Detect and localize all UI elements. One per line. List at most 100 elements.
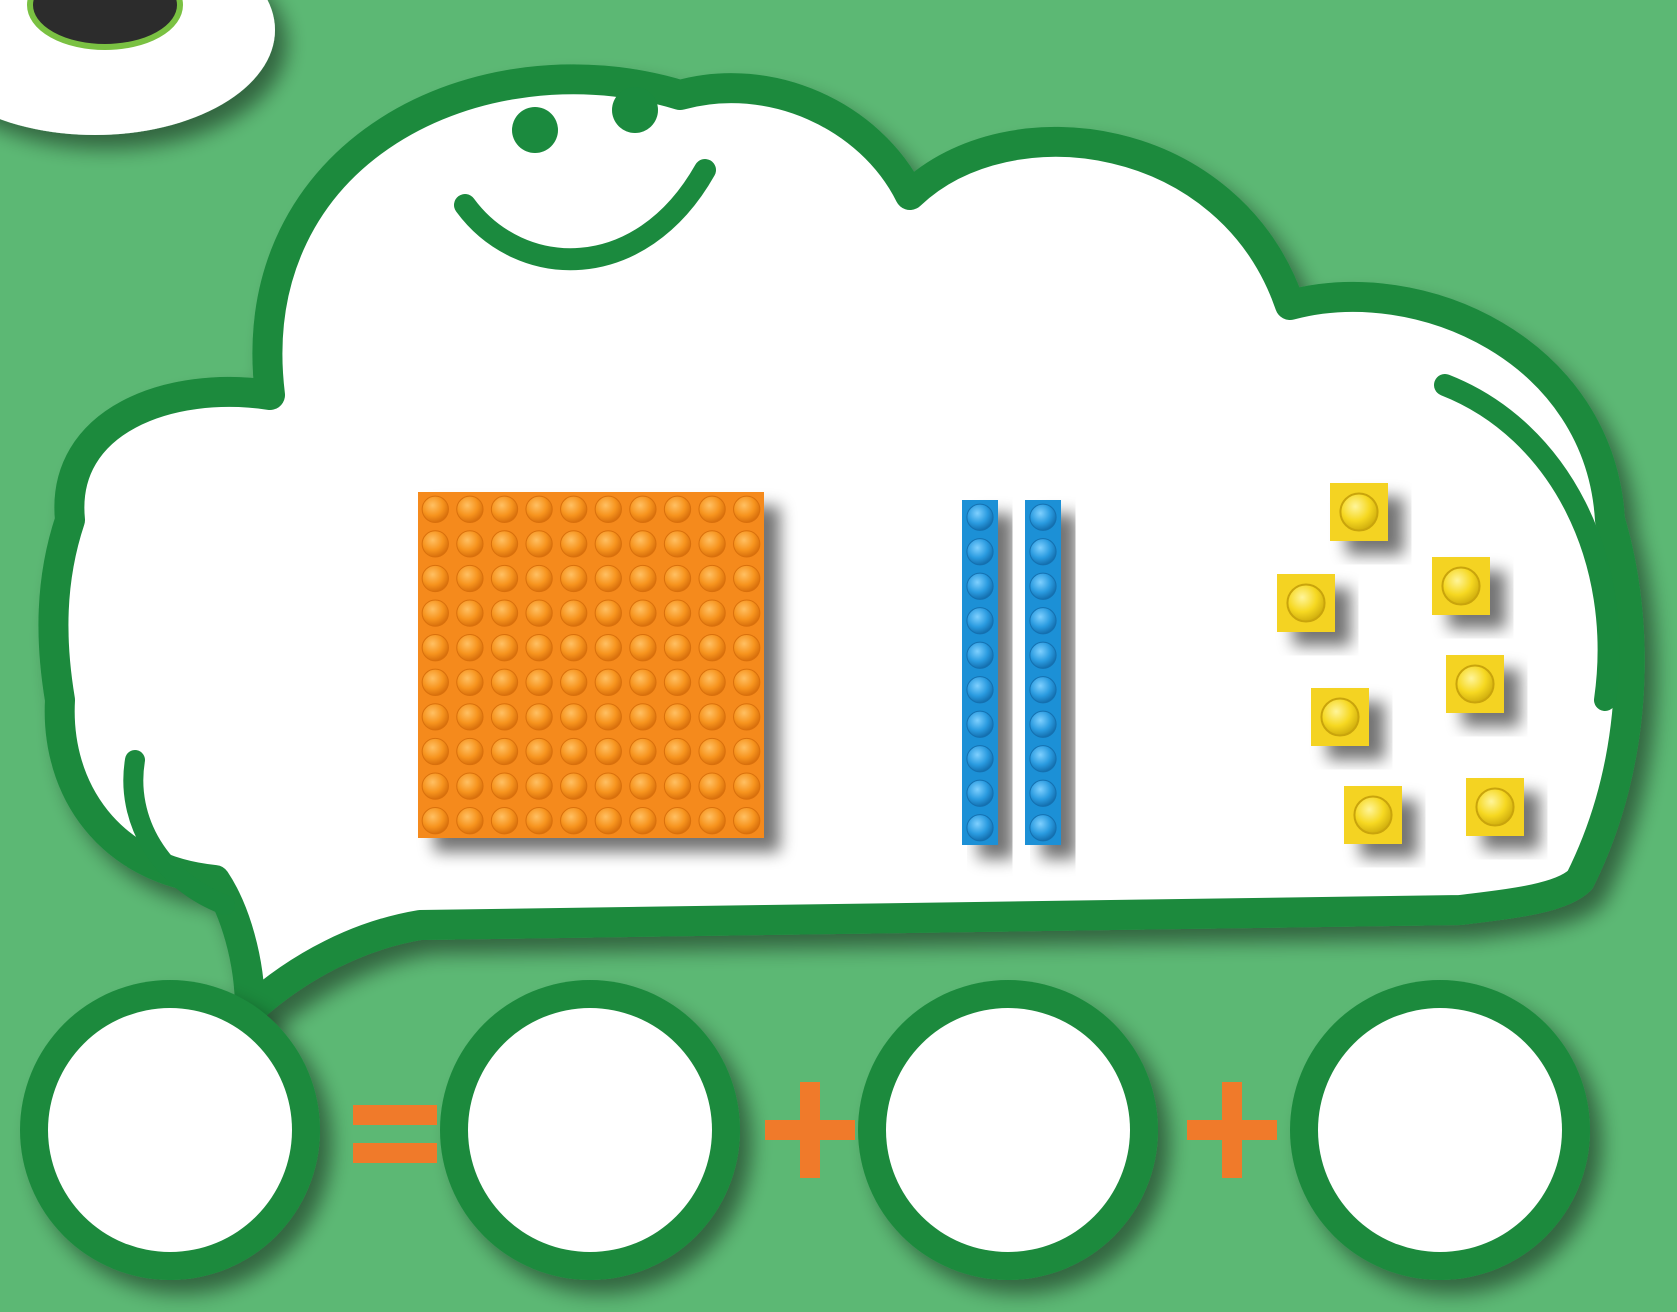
stud bbox=[699, 773, 725, 799]
stud bbox=[664, 496, 690, 522]
stud bbox=[1030, 746, 1056, 772]
stud bbox=[526, 635, 552, 661]
stud bbox=[1030, 642, 1056, 668]
stud bbox=[664, 531, 690, 557]
stud bbox=[526, 565, 552, 591]
stud bbox=[491, 773, 517, 799]
stud bbox=[734, 600, 760, 626]
stud bbox=[561, 669, 587, 695]
stud bbox=[422, 496, 448, 522]
stud bbox=[699, 496, 725, 522]
stud bbox=[664, 600, 690, 626]
stud bbox=[630, 704, 656, 730]
stud bbox=[595, 808, 621, 834]
stud bbox=[457, 808, 483, 834]
stud bbox=[967, 539, 993, 565]
stud bbox=[422, 635, 448, 661]
stud bbox=[526, 531, 552, 557]
stud bbox=[1354, 796, 1391, 833]
stud bbox=[699, 738, 725, 764]
stud bbox=[1456, 665, 1493, 702]
stud bbox=[491, 635, 517, 661]
stud bbox=[422, 808, 448, 834]
stud bbox=[526, 669, 552, 695]
stud bbox=[664, 808, 690, 834]
stud bbox=[457, 600, 483, 626]
stud bbox=[561, 808, 587, 834]
stud bbox=[561, 773, 587, 799]
stud bbox=[734, 531, 760, 557]
stud bbox=[699, 808, 725, 834]
answer-box-3[interactable] bbox=[886, 1008, 1130, 1252]
stud bbox=[699, 669, 725, 695]
stud bbox=[595, 531, 621, 557]
stud bbox=[967, 711, 993, 737]
stud bbox=[630, 565, 656, 591]
stud bbox=[457, 565, 483, 591]
stud bbox=[630, 773, 656, 799]
stud bbox=[734, 565, 760, 591]
stud bbox=[734, 738, 760, 764]
stud bbox=[967, 608, 993, 634]
stud bbox=[699, 600, 725, 626]
stud bbox=[595, 635, 621, 661]
stud bbox=[526, 600, 552, 626]
stud bbox=[422, 531, 448, 557]
stud bbox=[595, 738, 621, 764]
stud bbox=[422, 738, 448, 764]
stud bbox=[734, 635, 760, 661]
stud bbox=[967, 746, 993, 772]
stud bbox=[595, 600, 621, 626]
stud bbox=[1287, 584, 1324, 621]
stud bbox=[491, 669, 517, 695]
stud bbox=[1030, 677, 1056, 703]
stud bbox=[422, 565, 448, 591]
plus-sign bbox=[765, 1082, 855, 1178]
stud bbox=[664, 738, 690, 764]
stud bbox=[630, 635, 656, 661]
stud bbox=[561, 738, 587, 764]
stud bbox=[664, 773, 690, 799]
stud bbox=[630, 669, 656, 695]
stud bbox=[630, 738, 656, 764]
stud bbox=[664, 704, 690, 730]
stud bbox=[561, 565, 587, 591]
stud bbox=[1030, 711, 1056, 737]
answer-box-1[interactable] bbox=[48, 1008, 292, 1252]
stud bbox=[630, 600, 656, 626]
stud bbox=[595, 565, 621, 591]
stud bbox=[1442, 567, 1479, 604]
stud bbox=[422, 773, 448, 799]
stud bbox=[1030, 780, 1056, 806]
stud bbox=[1030, 608, 1056, 634]
stud bbox=[526, 808, 552, 834]
stud bbox=[967, 677, 993, 703]
stud bbox=[457, 531, 483, 557]
stud bbox=[595, 496, 621, 522]
stud bbox=[967, 642, 993, 668]
stud bbox=[595, 669, 621, 695]
stud bbox=[561, 496, 587, 522]
stud bbox=[561, 704, 587, 730]
answer-box-2[interactable] bbox=[468, 1008, 712, 1252]
stud bbox=[595, 704, 621, 730]
stud bbox=[457, 496, 483, 522]
stud bbox=[561, 600, 587, 626]
stud bbox=[734, 773, 760, 799]
stud bbox=[1030, 504, 1056, 530]
stud bbox=[967, 780, 993, 806]
equation-row bbox=[20, 980, 1590, 1280]
stud bbox=[422, 704, 448, 730]
stud bbox=[664, 669, 690, 695]
stud bbox=[1321, 698, 1358, 735]
thought-cloud bbox=[53, 79, 1629, 1010]
stud bbox=[734, 669, 760, 695]
stud bbox=[699, 565, 725, 591]
stud bbox=[699, 531, 725, 557]
answer-box-4[interactable] bbox=[1318, 1008, 1562, 1252]
stud bbox=[734, 496, 760, 522]
stud bbox=[422, 600, 448, 626]
sticker-icon bbox=[0, 0, 275, 135]
stud bbox=[664, 565, 690, 591]
stud bbox=[491, 531, 517, 557]
